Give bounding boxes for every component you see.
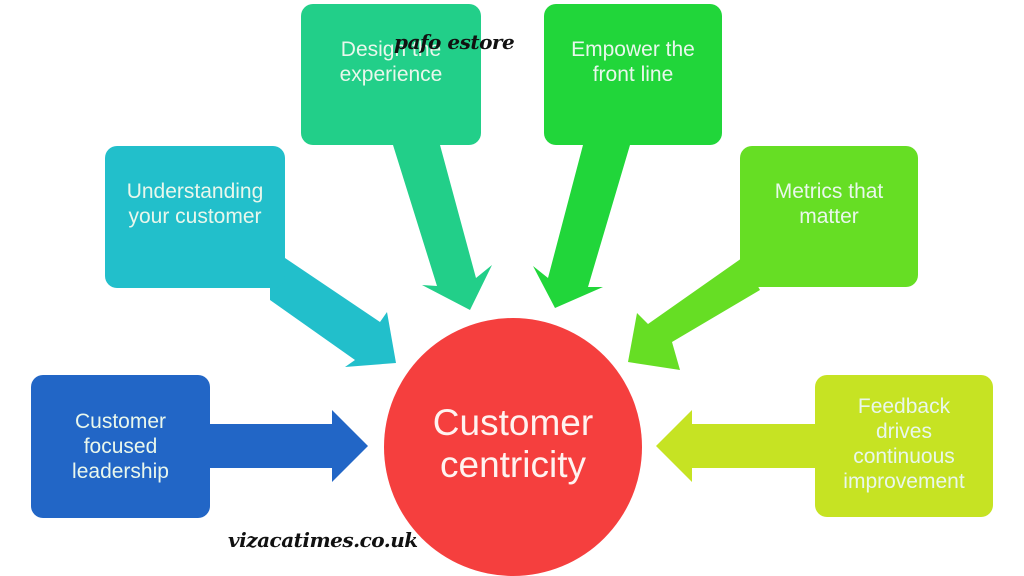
node-label: Metrics that matter [774,179,884,228]
node-feedback-drives-continuous-improvement: Feedback drives continuous improvement [815,375,993,517]
node-design-the-experience: Design the experience [301,4,481,145]
arrow-design-the-experience [393,145,492,310]
center-label: Customer centricity [432,402,594,485]
watermark-top: pafo estore [394,30,515,54]
node-label: Understanding your customer [126,180,264,228]
arrow-feedback-drives-continuous-improvement [656,410,815,482]
arrow-customer-focused-leadership [210,410,368,482]
arrow-understanding-your-customer [270,258,396,367]
arrow-empower-the-front-line [533,145,630,308]
node-empower-the-front-line: Empower the front line [544,4,722,145]
node-understanding-your-customer: Understanding your customer [105,146,285,288]
arrow-metrics-that-matter [628,258,760,370]
node-label: Design the experience [339,37,443,86]
node-customer-focused-leadership: Customer focused leadership [31,375,210,518]
node-label: Customer focused leadership [72,410,169,483]
node-label: Empower the front line [571,37,695,86]
watermark-bottom: vizacatimes.co.uk [228,528,418,552]
node-metrics-that-matter: Metrics that matter [740,146,918,287]
node-label: Feedback drives continuous improvement [843,395,965,493]
center-node-customer-centricity: Customer centricity [384,318,642,576]
